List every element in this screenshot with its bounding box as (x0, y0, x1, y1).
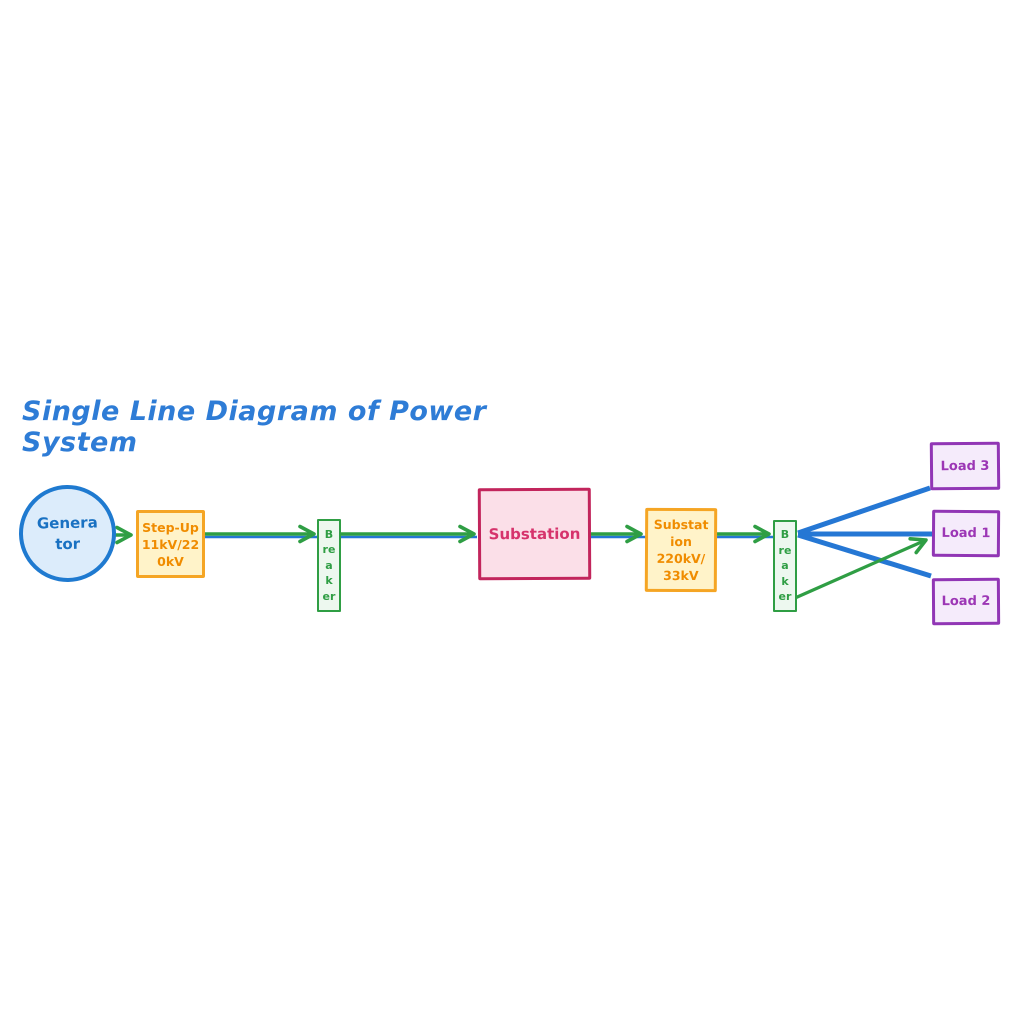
node-label-line: 220kV/ (656, 550, 706, 567)
node-stepup-transformer: Step-Up 11kV/22 0kV (136, 510, 205, 578)
node-label-line: tor (55, 534, 81, 553)
node-breaker-2: B re a k er (773, 520, 797, 612)
node-label-line: re (778, 543, 792, 557)
node-label-line: 33kV (663, 567, 699, 584)
node-substation-220-33: Substat ion 220kV/ 33kV (644, 507, 718, 593)
node-load-3: Load 3 (929, 441, 1001, 491)
connector-breaker2-to-load1 (794, 537, 928, 600)
node-substation: Substation (477, 487, 592, 581)
node-label-line: er (322, 589, 336, 603)
node-label-line: Genera (36, 512, 98, 533)
node-label-line: B (780, 528, 790, 542)
node-label-line: k (325, 574, 333, 588)
node-label-line: Substation (488, 524, 581, 544)
node-label-line: ion (670, 533, 692, 550)
node-label-line: Step-Up (142, 519, 199, 535)
node-label-line: a (325, 558, 333, 572)
node-label-line: a (781, 559, 789, 573)
wire-breaker2-to-load2 (797, 532, 932, 579)
node-load-1: Load 1 (931, 509, 1001, 558)
node-label-line: Load 2 (941, 593, 991, 610)
node-load-2: Load 2 (931, 577, 1001, 626)
node-label-line: B (324, 527, 334, 541)
diagram-title: Single Line Diagram of Power System (22, 396, 487, 458)
wire-breaker2-to-load3 (797, 485, 931, 536)
node-label-line: Load 3 (940, 458, 990, 474)
node-label-line: re (322, 543, 336, 557)
node-label-line: k (781, 574, 789, 588)
node-label-line: 0kV (157, 553, 184, 569)
node-label-line: Substat (653, 516, 709, 533)
node-label-line: 11kV/22 (141, 536, 200, 552)
node-breaker-1: B re a k er (317, 519, 341, 612)
node-label-line: er (778, 590, 792, 604)
node-label-line: Load 1 (941, 525, 991, 542)
